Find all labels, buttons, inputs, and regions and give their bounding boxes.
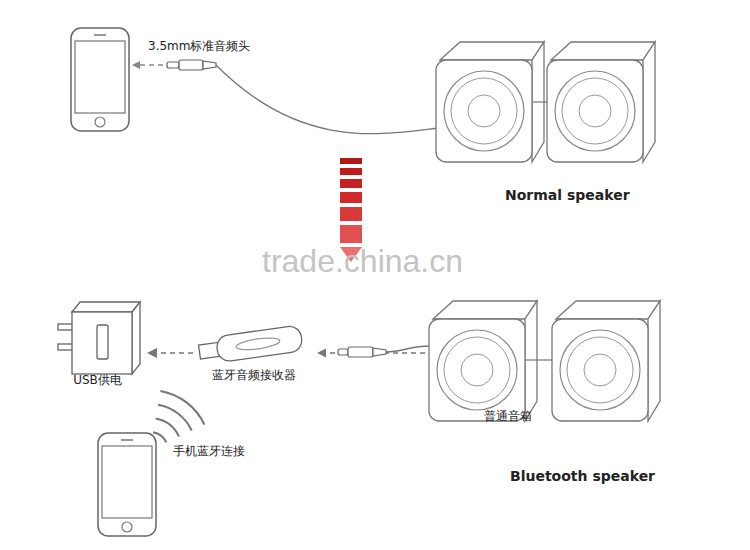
- watermark: trade.china.cn: [262, 243, 463, 280]
- device-label: USB供电: [49, 373, 146, 387]
- top-plug-arrow: [132, 61, 163, 69]
- device-node: USB供电: [50, 305, 148, 390]
- device-label: 普通音箱: [447, 409, 569, 423]
- connection-arrow: [148, 352, 193, 354]
- cable: [386, 346, 430, 352]
- bluetooth-receiver-icon: [198, 325, 304, 365]
- charger-icon: [58, 302, 140, 374]
- device-node: 手机蓝牙连接: [95, 430, 275, 540]
- speaker-icon: [429, 301, 537, 421]
- phone-icon: [71, 28, 129, 131]
- device-label: 手机蓝牙连接: [173, 444, 275, 458]
- wireless-waves: [153, 391, 204, 443]
- speaker-icon: [547, 42, 655, 162]
- speaker-icon: [552, 301, 660, 421]
- caption-label: Normal speaker: [505, 187, 630, 203]
- speaker-icon: [436, 42, 544, 162]
- audio-plug: [338, 347, 386, 357]
- caption-label: Bluetooth speaker: [510, 468, 655, 484]
- device-node: 普通音箱: [425, 295, 670, 427]
- audio-plug: [167, 60, 216, 70]
- connector-label: 3.5mm标准音频头: [148, 38, 250, 55]
- phone-icon: [98, 433, 156, 536]
- cable: [216, 65, 438, 134]
- device-node: 蓝牙音频接收器: [193, 322, 318, 384]
- device-label: 蓝牙音频接收器: [192, 368, 316, 382]
